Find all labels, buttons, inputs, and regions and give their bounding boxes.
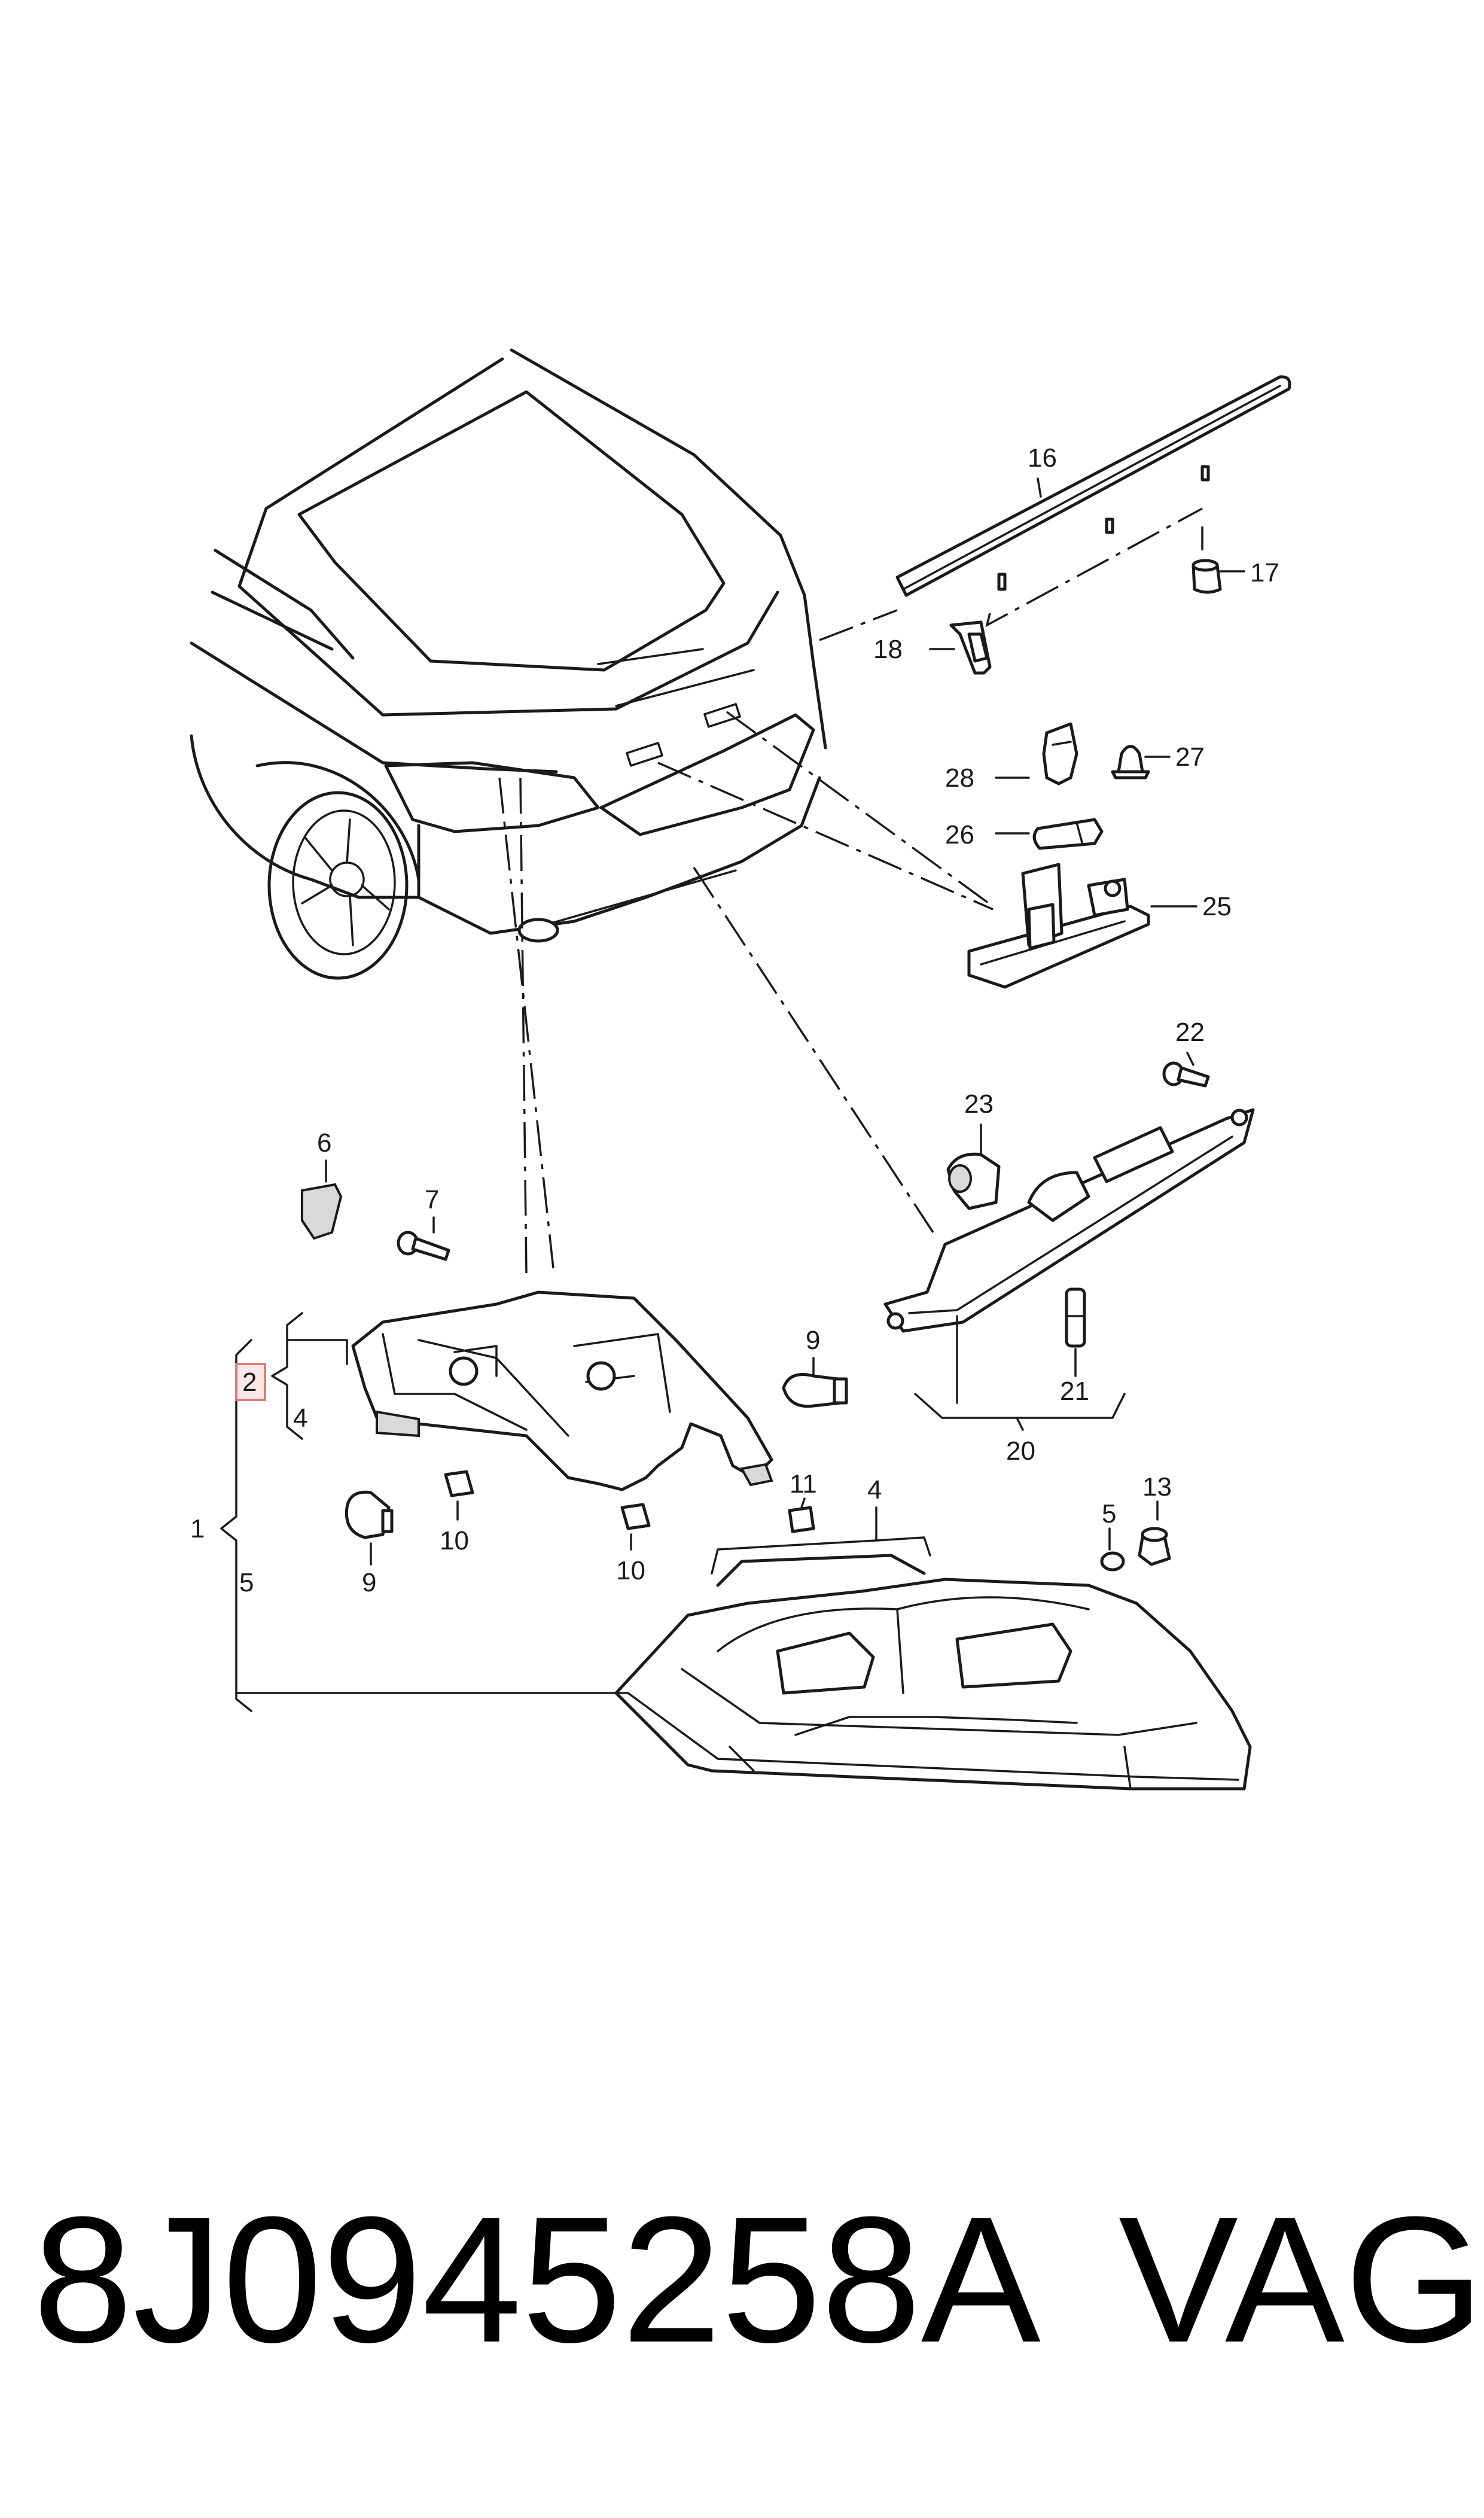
part-26-bulb: [1032, 818, 1104, 850]
part-10-socket-left: [444, 1470, 474, 1497]
part-9-bulb-upper: [782, 1373, 848, 1408]
label-28: 28: [945, 763, 974, 793]
label-26: 26: [945, 820, 974, 850]
label-6: 6: [317, 1128, 331, 1158]
part-23-connector: [946, 1152, 1001, 1210]
label-10-right: 10: [616, 1556, 645, 1585]
label-10-left: 10: [440, 1526, 469, 1555]
label-2: 2: [242, 1368, 257, 1397]
assembly-leader-lines: [498, 507, 1203, 1275]
label-9-lower: 9: [362, 1568, 376, 1597]
label-9-upper: 9: [806, 1326, 820, 1355]
part-21-bulb: [1065, 1287, 1086, 1348]
label-5-right: 5: [1102, 1499, 1116, 1529]
part-9-bulb-lower: [345, 1490, 394, 1539]
car-rear-illustration: [190, 348, 827, 980]
part-1-tail-lamp: [614, 1554, 1252, 1791]
part-10-socket-right: [620, 1503, 651, 1530]
label-17: 17: [1250, 558, 1279, 587]
label-1: 1: [190, 1514, 205, 1543]
part-11-socket: [788, 1506, 815, 1533]
part-7-screw: [397, 1231, 450, 1261]
part-2-bulb-carrier: [351, 1290, 773, 1491]
label-13: 13: [1142, 1472, 1172, 1502]
part-6-cover: [301, 1183, 343, 1240]
label-22: 22: [1175, 1018, 1205, 1047]
part-28-holder: [1042, 722, 1078, 785]
label-7: 7: [425, 1185, 439, 1214]
label-25: 25: [1202, 892, 1232, 921]
callout-labels: 16 17 18 28 27 26 25 22 23 21 20 6 7 9 2…: [190, 443, 1279, 1597]
label-4-right: 4: [867, 1475, 882, 1505]
label-5-left: 5: [239, 1568, 254, 1597]
part-22-screw: [1162, 1061, 1210, 1088]
label-27: 27: [1175, 742, 1205, 772]
part-number-text: 8J0945258A: [33, 2179, 1041, 2380]
part-16-trim-strip: [895, 375, 1291, 597]
highlight-box-2: [235, 1363, 266, 1401]
label-21: 21: [1060, 1377, 1089, 1406]
label-20: 20: [1006, 1436, 1035, 1466]
label-16: 16: [1028, 443, 1057, 473]
label-4-left: 4: [293, 1403, 307, 1433]
exploded-parts-diagram: 16 17 18 28 27 26 25 22 23 21 20 6 7 9 2…: [190, 348, 1291, 1791]
callout-lines: [220, 477, 1245, 1712]
label-18: 18: [873, 635, 903, 664]
part-25-license-lamp: [967, 863, 1150, 989]
part-5-washer: [1100, 1551, 1125, 1572]
part-20-high-mount-brake-light: [883, 1108, 1255, 1333]
label-23: 23: [964, 1089, 994, 1119]
brand-text: VAG: [1119, 2179, 1484, 2380]
part-18-bracket: [949, 620, 992, 675]
label-11: 11: [790, 1469, 817, 1499]
part-17-clip: [1192, 559, 1222, 594]
part-13-nut: [1138, 1527, 1171, 1566]
part-27-push-clip: [1111, 745, 1150, 780]
